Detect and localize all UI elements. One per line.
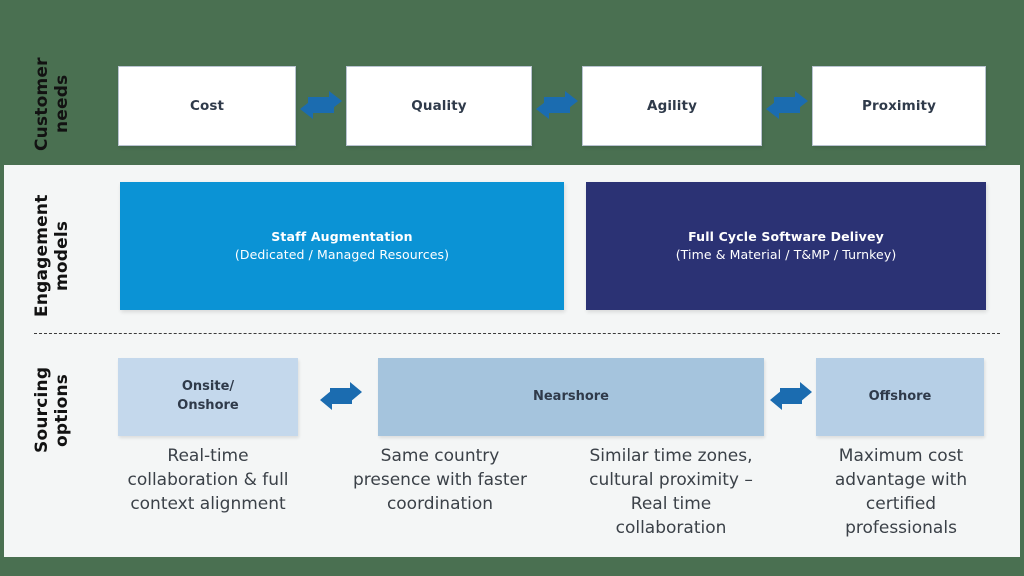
- exchange-arrows-icon: [318, 377, 364, 417]
- need-box-quality[interactable]: Quality: [346, 66, 532, 146]
- sourcing-box-nearshore[interactable]: Nearshore: [378, 358, 764, 436]
- engagement-subtitle: (Dedicated / Managed Resources): [234, 247, 450, 262]
- engagement-title: Full Cycle Software Delivey: [688, 228, 884, 244]
- need-box-agility[interactable]: Agility: [582, 66, 762, 146]
- row-label-engagement-models: Engagement models: [32, 194, 72, 317]
- engagement-title: Staff Augmentation: [271, 228, 413, 244]
- engagement-box-full-cycle-software-delivery[interactable]: Full Cycle Software Delivey (Time & Mate…: [586, 182, 986, 310]
- exchange-arrows-icon: [768, 377, 814, 417]
- row-label-sourcing-options: Sourcing options: [32, 366, 72, 454]
- section-divider: [34, 333, 1000, 334]
- exchange-arrows-icon: [764, 86, 810, 126]
- sourcing-box-offshore[interactable]: Offshore: [816, 358, 984, 436]
- engagement-box-staff-augmentation[interactable]: Staff Augmentation (Dedicated / Managed …: [120, 182, 564, 310]
- engagement-subtitle: (Time & Material / T&MP / Turnkey): [675, 247, 897, 262]
- row-label-customer-needs: Customer needs: [32, 57, 72, 151]
- exchange-arrows-icon: [534, 86, 580, 126]
- caption-same-country: Same country presence with faster coordi…: [352, 446, 527, 514]
- need-box-proximity[interactable]: Proximity: [812, 66, 986, 146]
- exchange-arrows-icon: [298, 86, 344, 126]
- caption-nearshore: Similar time zones, cultural proximity –…: [589, 446, 753, 538]
- caption-onsite-onshore: Real-time collaboration & full context a…: [127, 446, 289, 514]
- need-box-cost[interactable]: Cost: [118, 66, 296, 146]
- sourcing-box-onsite-onshore[interactable]: Onsite/ Onshore: [118, 358, 298, 436]
- caption-offshore: Maximum cost advantage with certified pr…: [834, 446, 968, 538]
